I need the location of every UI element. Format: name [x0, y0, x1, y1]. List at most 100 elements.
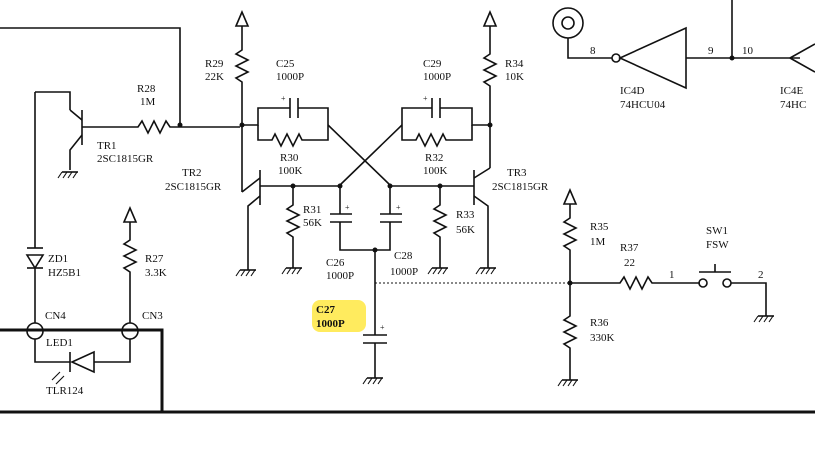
c27-ground-symbol: [362, 377, 383, 385]
r32-resistor: [401, 125, 473, 148]
tr1-ground-symbol: [57, 171, 78, 179]
c26-ref: C26: [326, 257, 345, 269]
tr1-part: 2SC1815GR: [97, 153, 154, 165]
r36-value: 330K: [590, 332, 615, 344]
r31-resistor: [285, 186, 301, 268]
vcc-arrow-r35: [562, 187, 578, 205]
c25-ref: C25: [276, 58, 295, 70]
junction-dot: [437, 183, 443, 189]
svg-text:+: +: [423, 94, 428, 103]
tr2-part: 2SC1815GR: [165, 181, 222, 193]
zd1-ref: ZD1: [48, 253, 68, 265]
c27-ref: C27: [316, 304, 335, 316]
junction-dot: [177, 122, 183, 128]
r29-ref: R29: [205, 58, 224, 70]
junction-dot: [290, 183, 296, 189]
r36-resistor: [562, 283, 578, 380]
c26-value: 1000P: [326, 270, 354, 282]
r32-ref: R32: [425, 152, 443, 164]
r37-resistor: [570, 275, 700, 291]
r29-value: 22K: [205, 71, 224, 83]
c29-capacitor: +: [401, 94, 490, 126]
r31-ground-symbol: [281, 267, 302, 275]
ic4e-pin-in: 10: [742, 45, 754, 57]
r33-ref: R33: [456, 209, 475, 221]
ic4e-ref: IC4E: [780, 85, 804, 97]
c26-capacitor: +: [330, 186, 375, 251]
c29-value: 1000P: [423, 71, 451, 83]
c25-value: 1000P: [276, 71, 304, 83]
r33-resistor: [432, 186, 448, 268]
r36-ref: R36: [590, 317, 609, 329]
feed-wire: [0, 27, 181, 125]
r35-resistor: [562, 204, 578, 283]
r33-ground-symbol: [427, 267, 448, 275]
cross-wire-b: [339, 124, 403, 186]
r28-ref: R28: [137, 83, 156, 95]
ic4d-pin-in: 8: [590, 45, 596, 57]
sw1-ref: SW1: [706, 225, 728, 237]
vcc-arrow-r27: [122, 205, 138, 223]
tr3-ref: TR3: [507, 167, 527, 179]
c28-capacitor: +: [375, 186, 402, 251]
r29-resistor: [234, 26, 250, 192]
svg-text:+: +: [380, 323, 385, 332]
r34-ref: R34: [505, 58, 524, 70]
ic4e-part: 74HC: [780, 99, 806, 111]
led1-part: TLR124: [46, 385, 84, 397]
ic4d-inverter: [611, 26, 800, 90]
zd1-zener: [25, 247, 45, 323]
tr2-ground-symbol: [235, 269, 256, 277]
r32-value: 100K: [423, 165, 448, 177]
ic4d-pin-out: 9: [708, 45, 714, 57]
svg-text:+: +: [345, 203, 350, 212]
svg-text:+: +: [281, 94, 286, 103]
r28-value: 1M: [140, 96, 156, 108]
cn4-ref: CN4: [45, 310, 66, 322]
sw1-pin2: 2: [758, 269, 764, 281]
tr1-transistor: [34, 91, 130, 248]
cn3-ref: CN3: [142, 310, 163, 322]
c28-ref: C28: [394, 250, 413, 262]
r37-value: 22: [624, 257, 635, 269]
c25-capacitor: +: [242, 94, 329, 126]
tr3-part: 2SC1815GR: [492, 181, 549, 193]
sw1-pin1: 1: [669, 269, 675, 281]
ic4e-inverter: [789, 43, 815, 73]
jack-connector: [552, 7, 612, 59]
c29-ref: C29: [423, 58, 442, 70]
tr1-ref: TR1: [97, 140, 117, 152]
r27-ref: R27: [145, 253, 164, 265]
r30-ref: R30: [280, 152, 299, 164]
r30-value: 100K: [278, 165, 303, 177]
r30-resistor: [257, 125, 329, 148]
r35-ref: R35: [590, 221, 609, 233]
cross-wire-a: [327, 124, 391, 186]
svg-text:+: +: [396, 203, 401, 212]
r34-resistor: [482, 26, 498, 168]
c27-capacitor: +: [363, 250, 387, 378]
led-board-frame: [0, 328, 815, 414]
led1-ref: LED1: [46, 337, 73, 349]
tr3-ground-symbol: [475, 267, 496, 275]
c27-highlight: [312, 300, 366, 332]
c28-value: 1000P: [390, 266, 418, 278]
zd1-part: HZ5B1: [48, 267, 81, 279]
ic4d-ref: IC4D: [620, 85, 645, 97]
r34-value: 10K: [505, 71, 524, 83]
sw1-part: FSW: [706, 239, 729, 251]
led1-diode: [34, 339, 131, 385]
r28-resistor: [130, 119, 240, 135]
vcc-arrow-left: [234, 9, 250, 27]
r37-ref: R37: [620, 242, 639, 254]
tr2-transistor: [241, 170, 340, 270]
r31-value: 56K: [303, 217, 322, 229]
ic4d-part: 74HCU04: [620, 99, 666, 111]
r33-value: 56K: [456, 224, 475, 236]
tr3-transistor: [390, 167, 491, 268]
sw1-ground-symbol: [753, 315, 774, 323]
tr2-ref: TR2: [182, 167, 202, 179]
r27-resistor: [122, 222, 138, 323]
